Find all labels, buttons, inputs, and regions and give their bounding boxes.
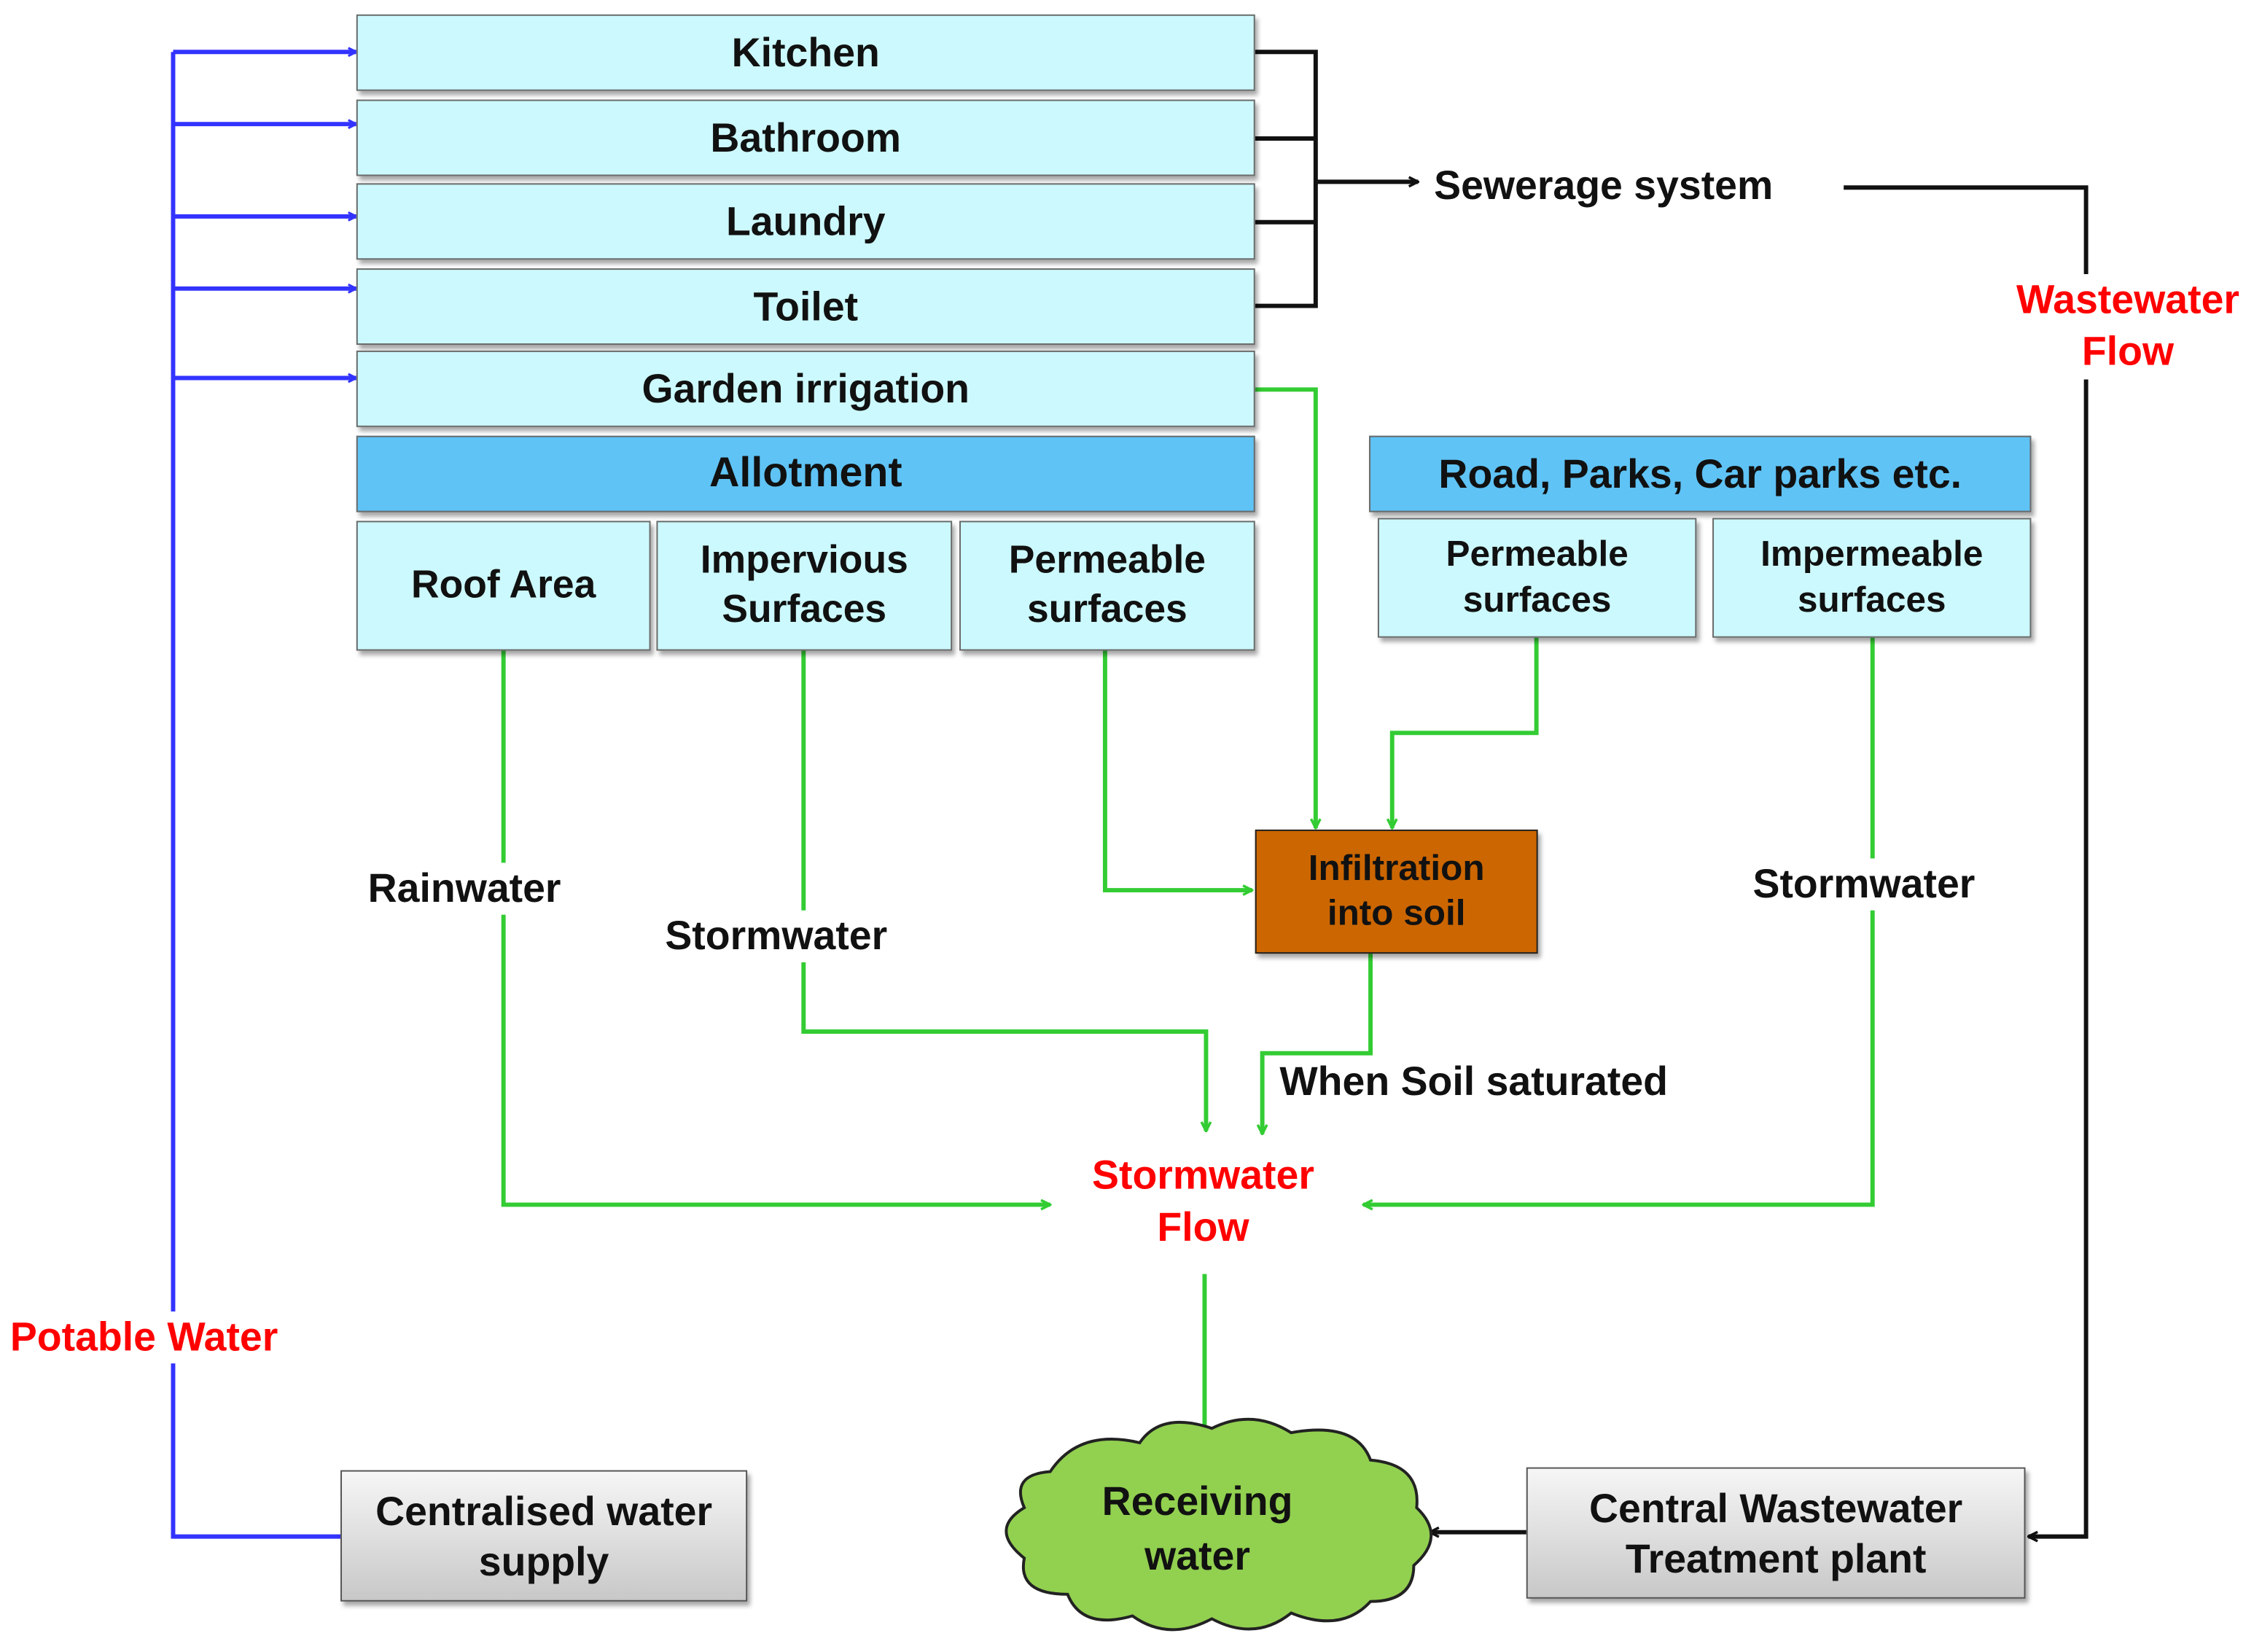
wastewater-lines (1255, 50, 2089, 1536)
bathroom-box: Bathroom (356, 99, 1255, 176)
public-permeable-box: Permeable surfaces (1377, 518, 1697, 638)
potable-water-lines (171, 52, 356, 1539)
potable-water-label: Potable Water (4, 1311, 284, 1364)
receiving-water-label: Receiving water (1101, 1478, 1293, 1578)
allotment-header: Allotment (356, 435, 1255, 513)
centralised-water-supply-box: Centralised water supply (340, 1470, 748, 1602)
stormwater-left-label: Stormwater (659, 910, 894, 963)
wastewater-flow-label: Wastewater Flow (1994, 274, 2261, 380)
stormwater-right-label: Stormwater (1747, 858, 1981, 911)
stormwater-lines (501, 387, 1875, 1440)
public-impermeable-box: Impermeable surfaces (1712, 518, 2032, 638)
permeable-surfaces-box: Permeable surfaces (959, 521, 1255, 651)
wastewater-treatment-box: Central Wastewater Treatment plant (1526, 1467, 2026, 1599)
impervious-surfaces-box: Impervious Surfaces (656, 521, 953, 651)
rainwater-label: Rainwater (362, 862, 567, 916)
laundry-box: Laundry (356, 183, 1255, 260)
stormwater-flow-label: Stormwater Flow (1067, 1150, 1339, 1255)
kitchen-box: Kitchen (356, 14, 1255, 91)
sewerage-system-label: Sewerage system (1434, 163, 1774, 208)
infiltration-box: Infiltration into soil (1255, 829, 1538, 954)
soil-saturated-label: When Soil saturated (1279, 1059, 1669, 1104)
garden-irrigation-box: Garden irrigation (356, 350, 1255, 427)
receiving-water-cloud (1005, 1417, 1433, 1632)
toilet-box: Toilet (356, 268, 1255, 345)
roof-area-box: Roof Area (356, 521, 651, 651)
public-areas-header: Road, Parks, Car parks etc. (1369, 435, 2032, 513)
